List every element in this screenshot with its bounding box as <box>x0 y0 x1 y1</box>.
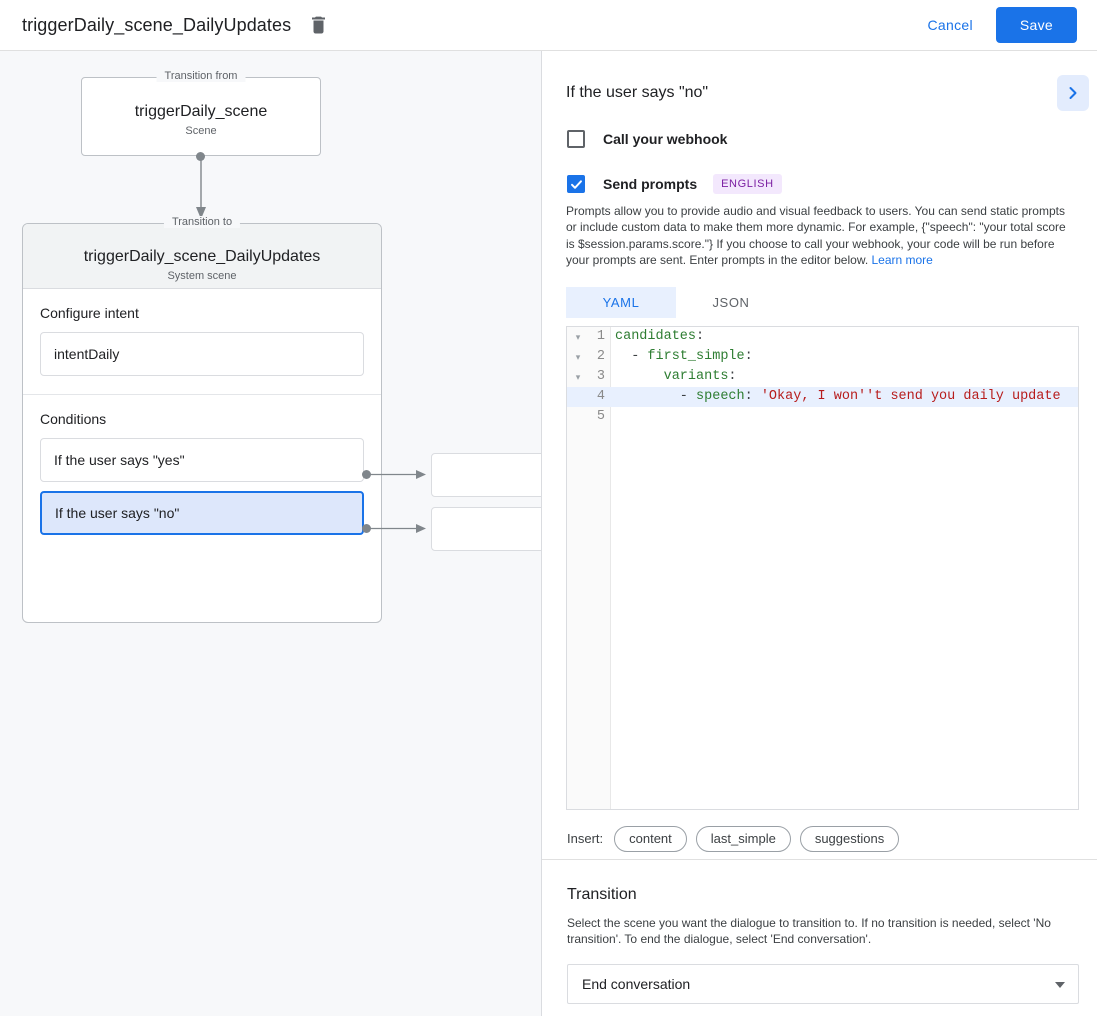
cancel-button[interactable]: Cancel <box>913 8 986 42</box>
line-code: candidates: <box>615 328 705 344</box>
flow-canvas[interactable]: Transition from triggerDaily_scene Scene… <box>0 51 541 1016</box>
connector-dot-out <box>196 152 205 161</box>
node-transition-from[interactable]: Transition from triggerDaily_scene Scene <box>81 70 321 156</box>
node-from-legend: Transition from <box>156 70 246 82</box>
transition-card: Transition Select the scene you want the… <box>542 860 1097 1016</box>
node-to-legend: Transition to <box>163 216 241 228</box>
line-number: 1 <box>596 328 605 344</box>
conditions-section: Conditions If the user says "yes" If the… <box>23 394 381 562</box>
node-to-subtitle: System scene <box>167 270 237 282</box>
right-panel-title: If the user says "no" <box>566 84 709 101</box>
transition-select-value: End conversation <box>582 975 691 992</box>
line-code: - first_simple: <box>615 348 753 364</box>
transition-select[interactable]: End conversation <box>567 963 1079 1004</box>
editor-lines[interactable]: ▾ 1 candidates: ▾ 2 - first_simple: ▾ 3 varian… <box>567 327 1078 427</box>
node-to-header: triggerDaily_scene_DailyUpdates System s… <box>23 224 381 289</box>
insert-label: Insert: <box>567 831 604 847</box>
condition-item-no[interactable]: If the user says "no" <box>40 491 364 535</box>
editor-format-tabs: YAML JSON <box>566 286 1097 318</box>
editor-line[interactable]: 5 <box>567 407 1078 427</box>
webhook-checkbox-row[interactable]: Call your webhook <box>542 130 1097 148</box>
right-panel: If the user says "no" Call your webhook … <box>542 51 1097 1016</box>
line-code: - speech: 'Okay, I won''t send you daily… <box>615 388 1061 404</box>
connector-arrow-down <box>196 157 206 219</box>
learn-more-link[interactable]: Learn more <box>871 253 933 268</box>
editor-line[interactable]: ▾ 2 - first_simple: <box>567 347 1078 367</box>
condition-no-arrow <box>370 524 426 533</box>
prompts-card: If the user says "no" Call your webhook … <box>542 51 1097 860</box>
tab-yaml[interactable]: YAML <box>566 286 676 318</box>
editor-fold-column <box>567 326 587 809</box>
node-from-title: triggerDaily_scene <box>134 103 268 120</box>
editor-line-number-gutter <box>587 326 611 809</box>
editor-line[interactable]: ▾ 3 variants: <box>567 367 1078 387</box>
intent-field[interactable]: intentDaily <box>40 332 364 376</box>
line-number: 2 <box>596 348 605 364</box>
send-prompts-checkbox-row[interactable]: Send prompts ENGLISH <box>542 174 1097 194</box>
line-code: variants: <box>663 368 737 384</box>
insert-chip-last-simple[interactable]: last_simple <box>695 825 791 852</box>
top-bar: triggerDaily_scene_DailyUpdates Cancel S… <box>0 0 1097 51</box>
insert-chip-content[interactable]: content <box>614 825 687 852</box>
condition-yes-target-node[interactable] <box>431 453 541 497</box>
insert-row: Insert: content last_simple suggestions <box>567 825 1097 852</box>
right-panel-header: If the user says "no" <box>542 51 1097 111</box>
chevron-right-icon <box>1069 87 1077 99</box>
prompts-help-text: Prompts allow you to provide audio and v… <box>566 203 1073 269</box>
node-transition-to[interactable]: Transition to triggerDaily_scene_DailyUp… <box>22 216 382 623</box>
condition-item-yes[interactable]: If the user says "yes" <box>40 438 364 482</box>
panel-divider <box>541 51 542 1016</box>
page-title: triggerDaily_scene_DailyUpdates <box>22 14 292 35</box>
configure-intent-section: Configure intent intentDaily <box>23 289 381 394</box>
editor-line[interactable]: ▾ 1 candidates: <box>567 327 1078 347</box>
prompts-help-body: Prompts allow you to provide audio and v… <box>566 204 1066 268</box>
transition-title: Transition <box>567 886 637 903</box>
condition-yes-arrow <box>370 470 426 479</box>
condition-yes-out-dot <box>362 470 371 479</box>
configure-intent-label: Configure intent <box>40 305 139 321</box>
conditions-label: Conditions <box>40 411 107 427</box>
webhook-checkbox[interactable] <box>567 130 585 148</box>
expand-panel-button[interactable] <box>1057 75 1089 111</box>
line-number: 5 <box>596 408 605 424</box>
language-badge: ENGLISH <box>713 174 782 194</box>
trash-icon <box>311 16 325 34</box>
transition-description: Select the scene you want the dialogue t… <box>567 916 1051 947</box>
fold-toggle-icon[interactable]: ▾ <box>575 371 581 382</box>
tab-json[interactable]: JSON <box>712 294 750 310</box>
line-number: 4 <box>596 388 605 404</box>
insert-chip-suggestions[interactable]: suggestions <box>799 825 900 852</box>
save-button[interactable]: Save <box>995 7 1077 43</box>
node-to-title: triggerDaily_scene_DailyUpdates <box>83 248 321 265</box>
fold-toggle-icon[interactable]: ▾ <box>575 331 581 342</box>
condition-no-out-dot <box>362 524 371 533</box>
line-number: 3 <box>596 368 605 384</box>
send-prompts-checkbox[interactable] <box>567 175 585 193</box>
fold-toggle-icon[interactable]: ▾ <box>575 351 581 362</box>
code-editor[interactable]: ▾ 1 candidates: ▾ 2 - first_simple: ▾ 3 varian… <box>566 325 1079 810</box>
node-from-subtitle: Scene <box>185 125 217 137</box>
caret-down-icon <box>1055 981 1065 988</box>
condition-no-target-node[interactable] <box>431 507 541 551</box>
webhook-label: Call your webhook <box>603 131 728 147</box>
delete-button[interactable] <box>305 12 331 38</box>
editor-line[interactable]: 4 - speech: 'Okay, I won''t send you dai… <box>567 386 1078 407</box>
send-prompts-label: Send prompts <box>603 176 698 192</box>
check-icon <box>570 179 582 189</box>
